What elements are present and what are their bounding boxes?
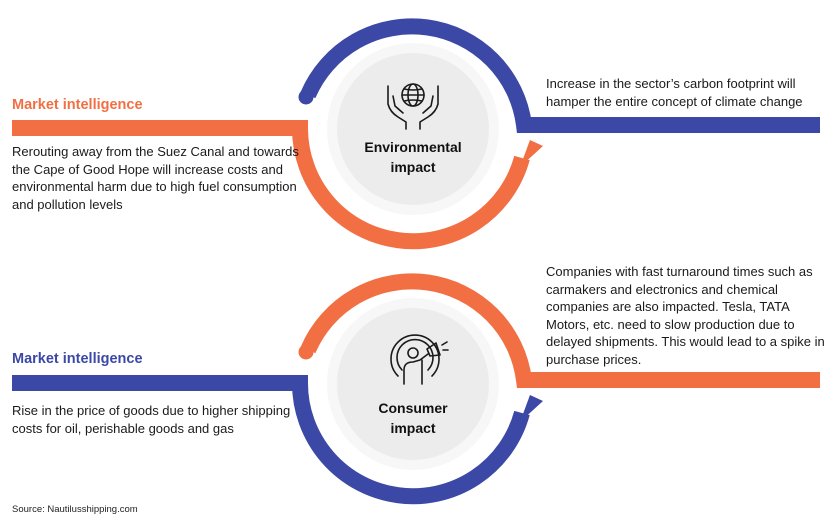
orange-flow-band-2 [300, 273, 820, 388]
person-with-megaphone-icon [390, 334, 449, 385]
section1-left-text: Rerouting away from the Suez Canal and t… [12, 144, 299, 212]
source-note: Source: Nautilusshipping.com [12, 504, 138, 515]
navy-arrowhead-2 [520, 395, 543, 422]
section2-heading: Market intelligence [12, 351, 143, 367]
globe-in-hands-icon [387, 83, 439, 130]
section2-right-text: Companies with fast turnaround times suc… [546, 264, 825, 367]
orange-flow-band-1 [12, 120, 530, 250]
orange-dot-2 [298, 344, 314, 360]
section1-right-text: Increase in the sector’s carbon footprin… [546, 76, 803, 109]
section1-center-label: Environmental impact [364, 139, 462, 175]
orange-arrowhead-1 [520, 140, 543, 167]
navy-flow-band-1 [300, 18, 820, 133]
navy-dot-1 [298, 89, 314, 105]
navy-flow-band-2 [12, 375, 530, 505]
section2-left-text: Rise in the price of goods due to higher… [12, 403, 291, 436]
section2-center-label: Consumer impact [378, 400, 448, 436]
section1-heading: Market intelligence [12, 97, 143, 113]
